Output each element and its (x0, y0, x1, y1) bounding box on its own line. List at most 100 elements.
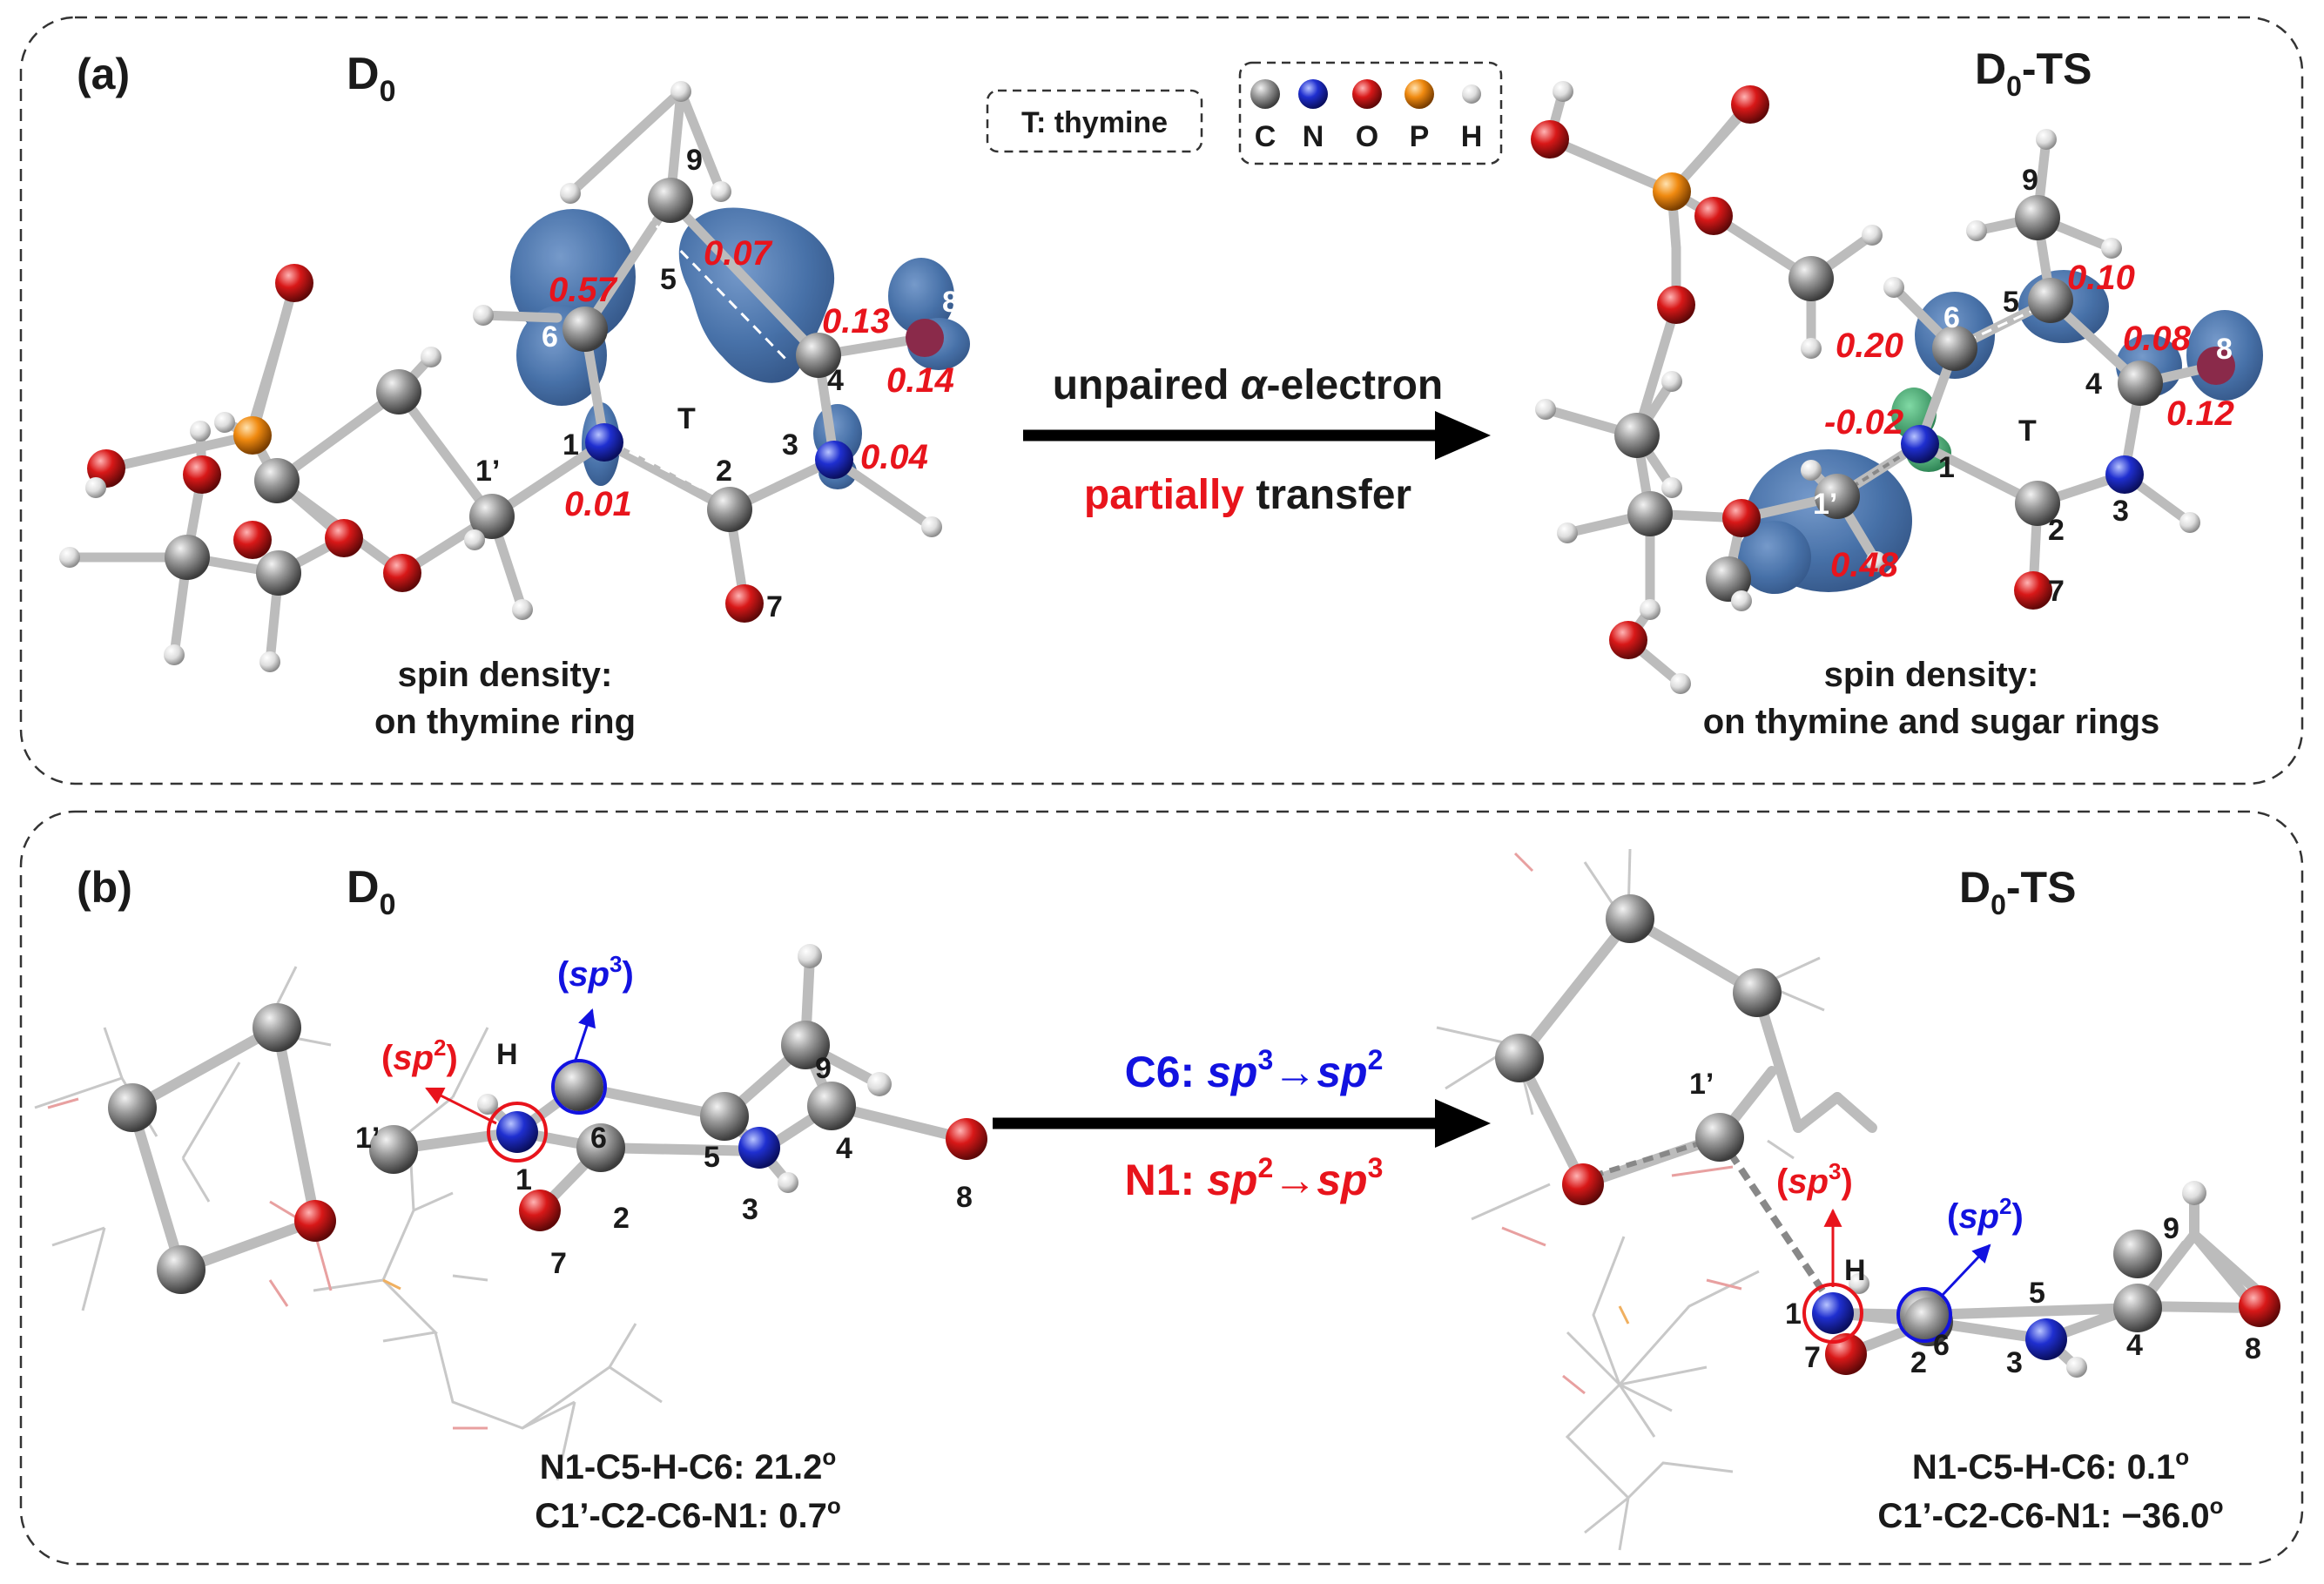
panel-a-transfer-arrow: unpaired α-electron partially transfer (1023, 362, 1491, 518)
panel-b-left-state: D0 (347, 862, 395, 921)
a-right-spin-o8: 0.12 (2166, 394, 2234, 433)
b-right-num-1: 1 (1785, 1298, 1802, 1331)
legend-phosphorus-ball (1405, 79, 1434, 109)
a-right-num-2: 2 (2048, 514, 2065, 547)
b-right-num-9: 9 (2163, 1212, 2179, 1245)
b-left-num-2: 2 (613, 1202, 630, 1235)
b-left-num-1prime: 1’ (355, 1122, 380, 1155)
legend-carbon-ball (1250, 79, 1280, 109)
legend-hydrogen-ball (1462, 84, 1481, 104)
a-right-num-5: 5 (2003, 286, 2019, 319)
b-right-num-1prime: 1’ (1689, 1068, 1714, 1101)
panel-b-tag: (b) (77, 863, 132, 912)
a-left-spin-n3: 0.04 (860, 438, 928, 476)
arrow-a-line2: partially transfer (1084, 472, 1411, 518)
atoms-right-a (1531, 81, 2235, 694)
a-right-ring-label: T (2018, 415, 2037, 448)
b-left-num-4: 4 (836, 1132, 852, 1165)
arrow-b-line2: N1: sp2→sp3 (1125, 1152, 1384, 1204)
b-left-angle-2: C1’-C2-C6-N1: 0.7o (535, 1493, 841, 1535)
a-left-spin-o8: 0.14 (886, 361, 954, 400)
a-left-num-6: 6 (542, 320, 558, 354)
a-right-num-8: 8 (2216, 333, 2233, 366)
bonds-right-a (1540, 86, 2221, 689)
b-right-angle-1: N1-C5-H-C6: 0.1o (1912, 1444, 2189, 1486)
b-right-h-label: H (1844, 1254, 1866, 1287)
panel-a-right-state: D0-TS (1975, 44, 2092, 102)
b-left-num-8: 8 (956, 1181, 973, 1214)
a-left-num-1: 1 (562, 428, 579, 462)
a-right-num-7: 7 (2048, 575, 2065, 608)
b-left-hybrid-c6: (sp3) (557, 951, 634, 994)
b-right-num-5: 5 (2029, 1277, 2045, 1310)
a-left-spin-n1: 0.01 (564, 485, 632, 523)
b-right-num-3: 3 (2006, 1346, 2023, 1379)
b-left-num-7: 7 (550, 1247, 567, 1280)
atom-color-legend: C N O P H (1238, 61, 1503, 165)
b-right-hybrid-n1: (sp3) (1776, 1158, 1853, 1201)
panel-a-left-molecule: 1 2 3 4 5 6 7 8 9 1’ T 0.57 0.07 0.13 0.… (59, 81, 970, 741)
b-right-hybrid-c6: (sp2) (1947, 1193, 2024, 1236)
a-left-num-2: 2 (716, 455, 732, 488)
panel-a-tag: (a) (77, 50, 130, 98)
thymine-legend-text: T: thymine (1021, 106, 1168, 139)
a-left-caption-1: spin density: (398, 656, 613, 694)
a-right-spin-n1: -0.02 (1824, 403, 1903, 441)
a-right-spin-c1prime: 0.48 (1830, 546, 1899, 584)
legend-label-c: C (1255, 120, 1277, 153)
b-right-num-7: 7 (1804, 1341, 1821, 1374)
a-right-num-1: 1 (1938, 451, 1955, 484)
panel-a-frame (19, 16, 2304, 785)
a-left-spin-c4: 0.13 (822, 302, 890, 340)
a-left-caption-2: on thymine ring (374, 703, 636, 741)
a-right-num-6: 6 (1943, 301, 1960, 334)
b-right-num-2: 2 (1910, 1346, 1927, 1379)
panel-b-left-molecule: (sp2) (sp3) H 1 2 3 4 5 6 7 8 9 1’ N1-C5… (34, 944, 987, 1535)
panel-b-right-molecule: (sp3) (sp2) H 1 2 3 4 5 6 7 8 9 1’ N1-C5… (1436, 848, 2280, 1551)
b-left-num-5: 5 (704, 1141, 720, 1174)
panel-b-hybridization-arrow: C6: sp3→sp2 N1: sp2→sp3 (993, 1044, 1491, 1204)
arrow-a-line1: unpaired α-electron (1053, 362, 1444, 408)
atoms-left-a (59, 81, 944, 672)
a-right-spin-c6: 0.20 (1836, 327, 1903, 365)
b-right-num-8: 8 (2245, 1332, 2261, 1365)
a-right-num-1prime: 1’ (1813, 488, 1837, 521)
b-right-num-4: 4 (2126, 1329, 2143, 1362)
b-left-num-1: 1 (515, 1163, 532, 1196)
legend-oxygen-ball (1352, 79, 1382, 109)
a-right-caption-2: on thymine and sugar rings (1703, 703, 2160, 741)
a-right-num-4: 4 (2085, 367, 2102, 401)
b-left-num-3: 3 (742, 1193, 758, 1226)
b-right-num-6: 6 (1933, 1329, 1950, 1362)
a-right-spin-c5: 0.10 (2067, 259, 2135, 297)
b-left-num-6: 6 (590, 1122, 607, 1155)
legend-label-o: O (1356, 120, 1378, 153)
a-left-num-1prime: 1’ (475, 455, 500, 488)
a-right-num-3: 3 (2112, 495, 2129, 528)
b-right-angle-2: C1’-C2-C6-N1: −36.0o (1877, 1493, 2223, 1535)
legend-nitrogen-ball (1298, 79, 1328, 109)
panel-b-frame (19, 810, 2304, 1566)
b-left-h-label: H (496, 1038, 518, 1071)
a-left-num-9: 9 (686, 144, 703, 177)
panel-a-left-state: D0 (347, 49, 395, 108)
a-left-spin-c6: 0.57 (549, 271, 618, 309)
legend-label-n: N (1303, 120, 1324, 153)
arrow-b-line1: C6: sp3→sp2 (1125, 1044, 1384, 1096)
thymine-legend: T: thymine (986, 89, 1203, 153)
a-right-spin-c4: 0.08 (2123, 320, 2192, 358)
legend-label-p: P (1410, 120, 1430, 153)
a-right-num-9: 9 (2022, 164, 2038, 197)
a-left-ring-label: T (677, 402, 696, 435)
panel-a-right-molecule: 1 2 3 4 5 6 7 8 9 1’ T 0.20 0.10 0.08 0.… (1531, 81, 2263, 741)
panel-b-right-state: D0-TS (1959, 863, 2076, 920)
b-left-angle-1: N1-C5-H-C6: 21.2o (540, 1444, 836, 1486)
a-left-spin-c5: 0.07 (704, 234, 773, 273)
legend-label-h: H (1461, 120, 1483, 153)
a-left-num-8: 8 (942, 286, 959, 319)
b-left-hybrid-n1: (sp2) (381, 1035, 458, 1077)
a-left-num-4: 4 (827, 364, 844, 397)
a-left-num-7: 7 (766, 590, 783, 623)
b-left-num-9: 9 (815, 1052, 832, 1085)
